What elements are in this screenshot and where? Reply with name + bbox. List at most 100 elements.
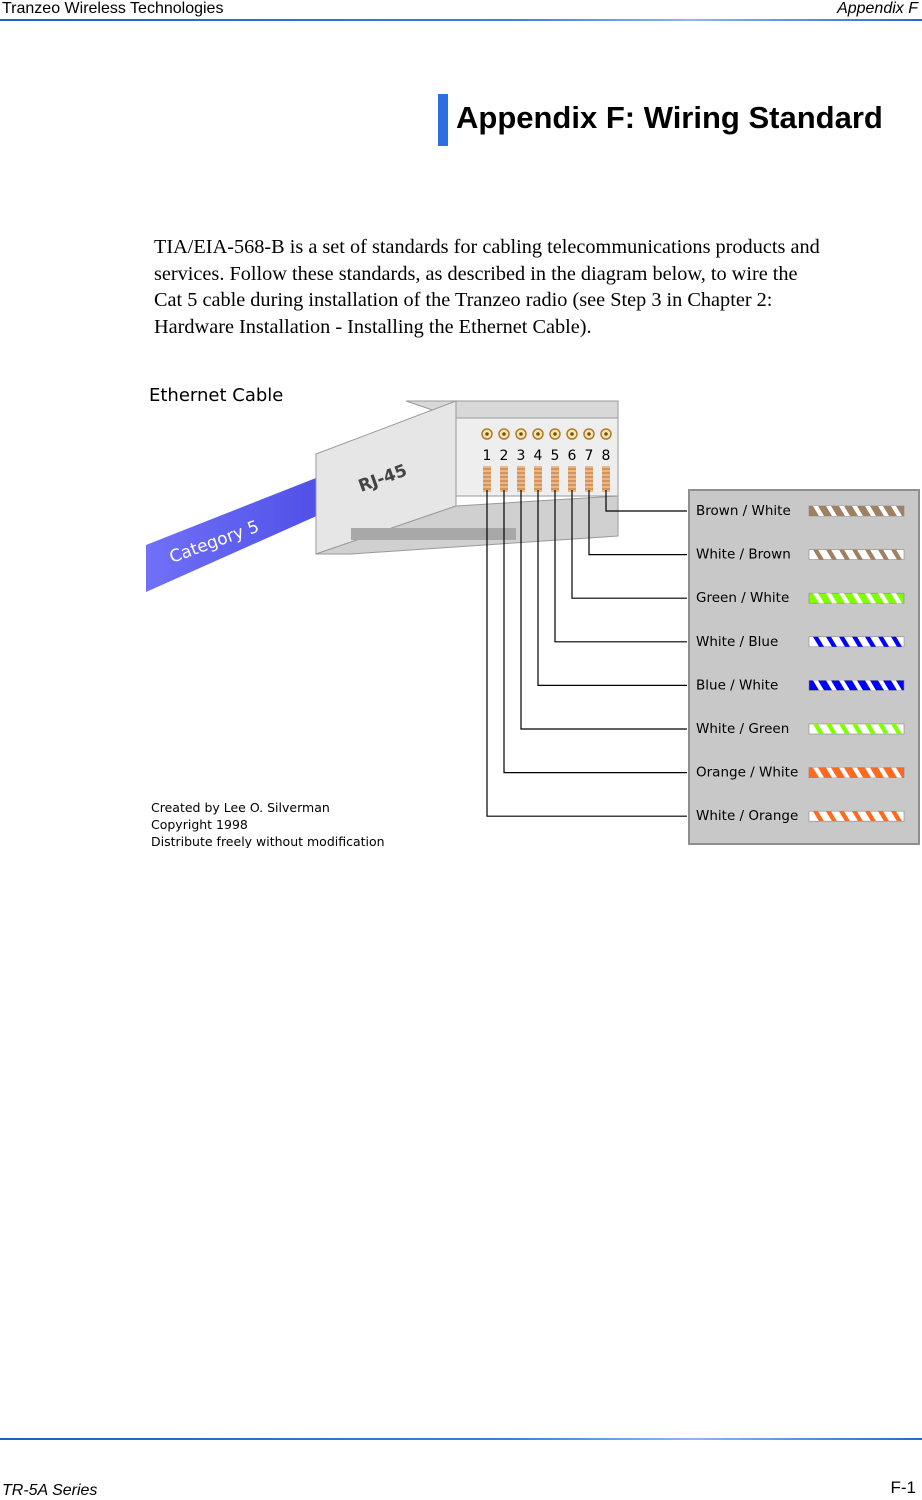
pin-contact-center <box>502 432 506 436</box>
footer-series: TR-5A Series <box>2 1482 98 1499</box>
pin-number: 7 <box>585 448 594 464</box>
pin-gold-contact <box>483 466 491 492</box>
legend-wire-stripe <box>891 680 902 691</box>
legend-wire-stripe <box>878 636 889 647</box>
legend-wire-stripe <box>826 506 837 516</box>
legend-wire-stripe <box>891 636 902 647</box>
pin-number: 5 <box>551 448 560 464</box>
legend-wire-stripe <box>839 593 850 604</box>
legend-wire-stripe <box>865 680 876 691</box>
legend-wire-stripe <box>865 593 876 604</box>
wire-line <box>588 490 687 556</box>
footer-page-number: F-1 <box>890 1478 917 1497</box>
wire-line <box>554 490 687 643</box>
paragraph-line: TIA/EIA-568-B is a set of standards for … <box>154 236 820 258</box>
pin-gold-contact <box>517 466 525 492</box>
legend-wire-stripe <box>865 636 876 647</box>
legend-wire-stripe <box>839 506 850 516</box>
legend-wire-stripe <box>826 593 837 604</box>
legend-wire-label: White / Green <box>696 721 789 737</box>
header-rule <box>0 19 922 21</box>
legend-wire-stripe <box>826 724 837 734</box>
paragraph-line: services. Follow these standards, as des… <box>154 262 798 285</box>
pin-contact-center <box>485 432 489 436</box>
wire-line <box>520 490 687 730</box>
legend-wire-stripe <box>891 724 902 734</box>
legend-wire-stripe <box>839 724 850 734</box>
legend-wire-stripe <box>891 506 902 516</box>
legend-wire-stripe <box>852 636 863 647</box>
wire-lines <box>486 490 687 817</box>
pin-gold-contact <box>534 466 542 492</box>
legend-panel <box>688 489 920 845</box>
pin-contact-center <box>604 432 608 436</box>
header-company: Tranzeo Wireless Technologies <box>2 0 224 17</box>
pin-gold-contact <box>602 466 610 492</box>
legend-wire-stripe <box>839 549 850 560</box>
legend-wire-stripe <box>865 811 876 822</box>
connector-tab <box>351 528 516 540</box>
pin-gold-contact <box>551 466 559 492</box>
legend-wire-stripe <box>878 549 889 560</box>
pin-number: 3 <box>517 448 526 464</box>
legend-wire-stripe <box>852 724 863 734</box>
legend-wire-stripe <box>813 724 824 734</box>
wire-line <box>605 490 687 512</box>
wire-line <box>537 490 687 686</box>
credit-line: Distribute freely without modification <box>151 834 385 848</box>
legend-wire-stripe <box>878 506 889 516</box>
legend-wire-stripe <box>813 593 824 604</box>
title-accent-bar <box>438 94 448 146</box>
legend-wire-stripe <box>852 549 863 560</box>
pin-number: 1 <box>483 448 492 464</box>
cable-body <box>146 476 321 592</box>
legend-wire-stripe <box>826 636 837 647</box>
legend-wire-label: Blue / White <box>696 677 778 693</box>
header-section: Appendix F <box>837 0 918 17</box>
legend-wire-stripe <box>826 680 837 691</box>
credit-line: Copyright 1998 <box>151 817 248 832</box>
pin-gold-contact <box>500 466 508 492</box>
legend-wire-stripe <box>865 549 876 560</box>
legend-wire-stripe <box>891 767 902 778</box>
legend-wire-stripe <box>865 724 876 734</box>
legend-wire-stripe <box>826 811 837 822</box>
legend-wire-stripe <box>813 811 824 822</box>
legend-wire-stripe <box>839 811 850 822</box>
legend-wire-stripe <box>826 767 837 778</box>
legend-wire-stripe <box>813 636 824 647</box>
legend-wire-label: Orange / White <box>696 765 798 781</box>
legend-wire-stripe <box>891 593 902 604</box>
legend-wire-stripe <box>878 593 889 604</box>
paragraph-line: Cat 5 cable during installation of the T… <box>154 289 773 311</box>
legend-wire-stripe <box>839 680 850 691</box>
legend-wire-stripe <box>813 506 824 516</box>
legend-wire-label: Brown / White <box>696 503 791 519</box>
legend-wire-stripe <box>878 767 889 778</box>
legend-wire-stripe <box>891 811 902 822</box>
pin-number: 4 <box>534 448 543 464</box>
paragraph-line: Hardware Installation - Installing the E… <box>154 315 592 338</box>
legend-wire-stripe <box>852 811 863 822</box>
legend-wire-stripe <box>865 506 876 516</box>
legend-wire-stripe <box>865 767 876 778</box>
legend-wire-stripe <box>839 767 850 778</box>
legend-wire-stripe <box>852 767 863 778</box>
pin-gold-contact <box>568 466 576 492</box>
pin-gold-contact <box>585 466 593 492</box>
footer-rule <box>0 1438 922 1440</box>
legend-wire-label: White / Brown <box>696 547 791 563</box>
legend-wire-stripe <box>826 549 837 560</box>
legend-wire-stripe <box>852 593 863 604</box>
legend-wire-label: Green / White <box>696 590 789 606</box>
legend-wire-stripe <box>813 767 824 778</box>
pin-contact-center <box>536 432 540 436</box>
pin-number: 2 <box>500 448 509 464</box>
legend-wire-stripe <box>813 680 824 691</box>
credit-line: Created by Lee O. Silverman <box>151 800 330 815</box>
wire-line <box>571 490 687 599</box>
pin-contact-center <box>553 432 557 436</box>
legend-wire-stripe <box>852 506 863 516</box>
